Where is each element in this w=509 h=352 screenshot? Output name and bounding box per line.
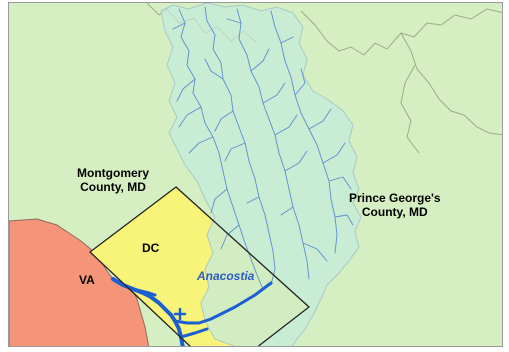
dc-label: DC [142,241,160,255]
va-label: VA [79,273,95,287]
anacostia-watershed [160,3,362,346]
montgomery-label-line2: County, MD [80,180,146,194]
prince-georges-county-label: Prince George's County, MD [349,191,441,219]
prince-georges-label-line2: County, MD [361,205,428,219]
dc-border [88,186,311,346]
map-canvas [9,3,502,346]
anacostia-river-label: Anacostia [197,269,255,283]
airport-icon [173,307,187,321]
watershed-streams [172,6,354,290]
main-rivers [111,277,273,346]
montgomery-label-line1: Montgomery [77,166,149,180]
map-frame[interactable]: Montgomery County, MD Prince George's Co… [8,2,503,347]
montgomery-county-label: Montgomery County, MD [77,166,149,194]
prince-georges-label-line1: Prince George's [349,191,441,205]
